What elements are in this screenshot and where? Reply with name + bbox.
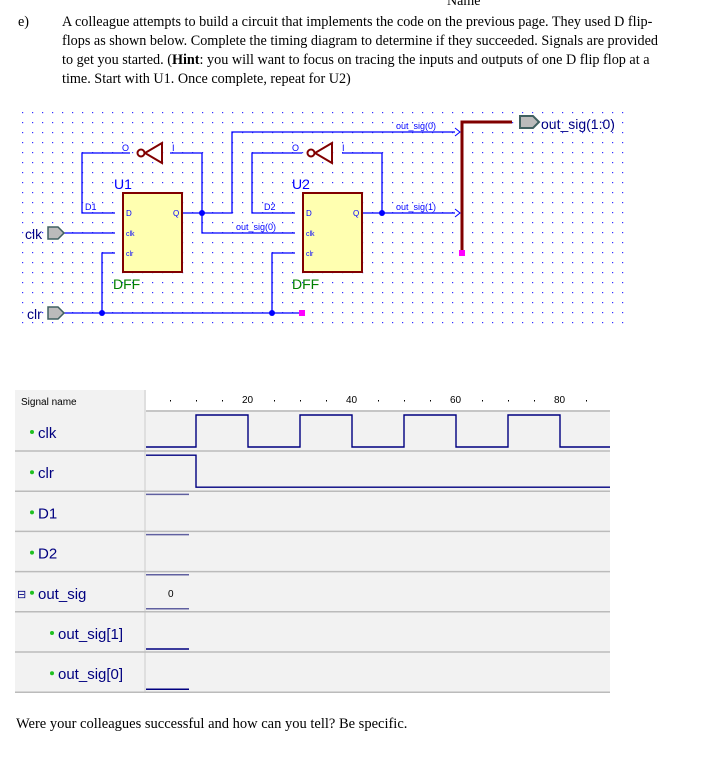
waveform-clr bbox=[146, 454, 610, 488]
dff-u2 bbox=[302, 192, 363, 273]
tick-dot bbox=[430, 400, 431, 402]
signal-name-header: Signal name bbox=[21, 397, 77, 408]
tick-dot bbox=[222, 400, 223, 402]
tick-label: 20 bbox=[242, 395, 254, 406]
u2-label: U2 bbox=[292, 176, 310, 192]
signal-icon bbox=[30, 590, 34, 595]
bus-value: 0 bbox=[168, 589, 174, 600]
waveform-clk bbox=[146, 414, 610, 448]
net-out0-label: out_sig(0) bbox=[396, 121, 436, 131]
tick-dot bbox=[378, 400, 379, 402]
signal-icon bbox=[50, 671, 54, 676]
port-clk-label: clk bbox=[25, 226, 43, 242]
u1-pin-clk: clk bbox=[126, 231, 135, 238]
signal-icon bbox=[30, 510, 34, 515]
signal-icon bbox=[30, 470, 34, 475]
net-out1-label: out_sig(1) bbox=[396, 202, 436, 212]
u1-pin-q: Q bbox=[173, 209, 179, 218]
inv2-in-label: I bbox=[342, 143, 345, 153]
u2-pin-d: D bbox=[306, 209, 312, 218]
port-clr-label: clr bbox=[27, 306, 42, 322]
bus-out-sig bbox=[460, 120, 512, 253]
inverter-1-icon bbox=[136, 141, 163, 165]
tick-dot bbox=[404, 400, 405, 402]
u2-pin-q: Q bbox=[353, 209, 359, 218]
signal-icon bbox=[30, 550, 34, 555]
tick-label: 40 bbox=[346, 395, 358, 406]
question-text-2: : you will want to focus on tracing the … bbox=[62, 52, 650, 87]
u2-type: DFF bbox=[292, 276, 319, 292]
signal-name-out_sig[1]: out_sig[1] bbox=[58, 626, 123, 643]
net-d2-label: D2 bbox=[264, 202, 276, 212]
tick-dot bbox=[586, 400, 587, 402]
u1-pin-clr: clr bbox=[126, 251, 134, 258]
port-out-label: out_sig(1:0) bbox=[541, 116, 615, 132]
tick-dot bbox=[482, 400, 483, 402]
u2-pin-clr: clr bbox=[306, 251, 314, 258]
junctions bbox=[99, 210, 385, 316]
signal-name-out_sig: out_sig bbox=[38, 586, 86, 603]
output-port-icon bbox=[519, 115, 541, 129]
signal-name-D2: D2 bbox=[38, 546, 57, 563]
tick-dot bbox=[274, 400, 275, 402]
u1-pin-d: D bbox=[126, 209, 132, 218]
inv1-in-label: I bbox=[172, 143, 175, 153]
signal-name-clk: clk bbox=[38, 425, 57, 442]
question-label: e) bbox=[18, 14, 30, 30]
expand-icon[interactable]: ⊟ bbox=[17, 589, 26, 601]
dff-u1 bbox=[122, 192, 183, 273]
tick-label: 60 bbox=[450, 395, 462, 406]
tick-dot bbox=[300, 400, 301, 402]
inverter-2-icon bbox=[306, 141, 333, 165]
tick-dot bbox=[170, 400, 171, 402]
name-label: Name bbox=[447, 0, 481, 9]
signal-name-D1: D1 bbox=[38, 505, 57, 522]
input-port-clk-icon bbox=[47, 226, 66, 240]
input-port-clr-icon bbox=[47, 306, 66, 320]
u1-label: U1 bbox=[114, 176, 132, 192]
inv2-out-label: O bbox=[292, 143, 299, 153]
tick-label: 80 bbox=[554, 395, 566, 406]
tick-dot bbox=[196, 400, 197, 402]
question-text-1: A colleague attempts to build a circuit … bbox=[62, 14, 658, 68]
tick-dot bbox=[508, 400, 509, 402]
signal-name-clr: clr bbox=[38, 465, 54, 482]
net-out0-clk-label: out_sig(0) bbox=[236, 222, 276, 232]
u1-type: DFF bbox=[113, 276, 140, 292]
signal-icon bbox=[50, 631, 54, 635]
net-d1-label: D1 bbox=[85, 202, 97, 212]
hint-label: Hint bbox=[171, 52, 200, 68]
tick-dot bbox=[534, 400, 535, 402]
signal-icon bbox=[30, 430, 34, 434]
question-e: e) A colleague attempts to build a circu… bbox=[18, 13, 658, 89]
u2-pin-clk: clk bbox=[306, 231, 315, 238]
signal-name-out_sig[0]: out_sig[0] bbox=[58, 666, 123, 683]
inv1-out-label: O bbox=[122, 143, 129, 153]
tick-dot bbox=[326, 400, 327, 402]
final-question: Were your colleagues successful and how … bbox=[16, 716, 408, 732]
